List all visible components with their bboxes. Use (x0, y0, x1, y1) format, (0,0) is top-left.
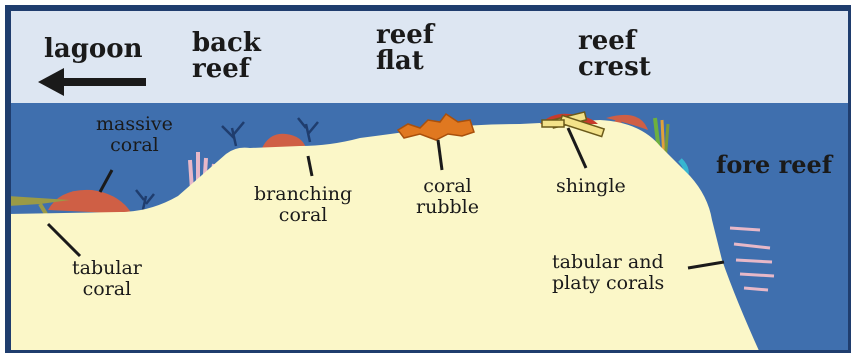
label-tabular-platy-corals: tabular and platy corals (552, 252, 664, 294)
zone-fore-reef: fore reef (716, 152, 832, 178)
zone-reef-flat: reef flat (376, 22, 434, 74)
label-branching-coral: branching coral (254, 184, 352, 226)
label-tabular-coral: tabular coral (72, 258, 142, 300)
label-coral-rubble: coral rubble (416, 176, 479, 218)
zone-reef-crest: reef crest (578, 28, 651, 80)
zone-back-reef: back reef (192, 30, 261, 82)
zone-lagoon: lagoon (44, 36, 143, 62)
label-massive-coral: massive coral (96, 114, 173, 156)
label-shingle: shingle (556, 176, 626, 197)
